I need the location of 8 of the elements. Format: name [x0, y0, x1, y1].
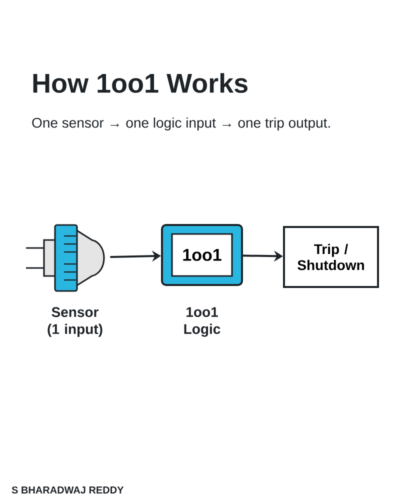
subtitle: One sensor → one logic input → one trip output. [32, 117, 330, 131]
node-label: Sensor (1 input) [48, 307, 102, 337]
node-label: 1oo1 Logic [184, 307, 220, 337]
process-box: Trip / Shutdown [283, 226, 379, 288]
sensor-drawing [26, 224, 105, 292]
title: How 1oo1 Works [33, 73, 248, 93]
logic-box: 1oo1 [161, 224, 243, 286]
author-credit: S BHARADWAJ REDDY [12, 486, 124, 494]
